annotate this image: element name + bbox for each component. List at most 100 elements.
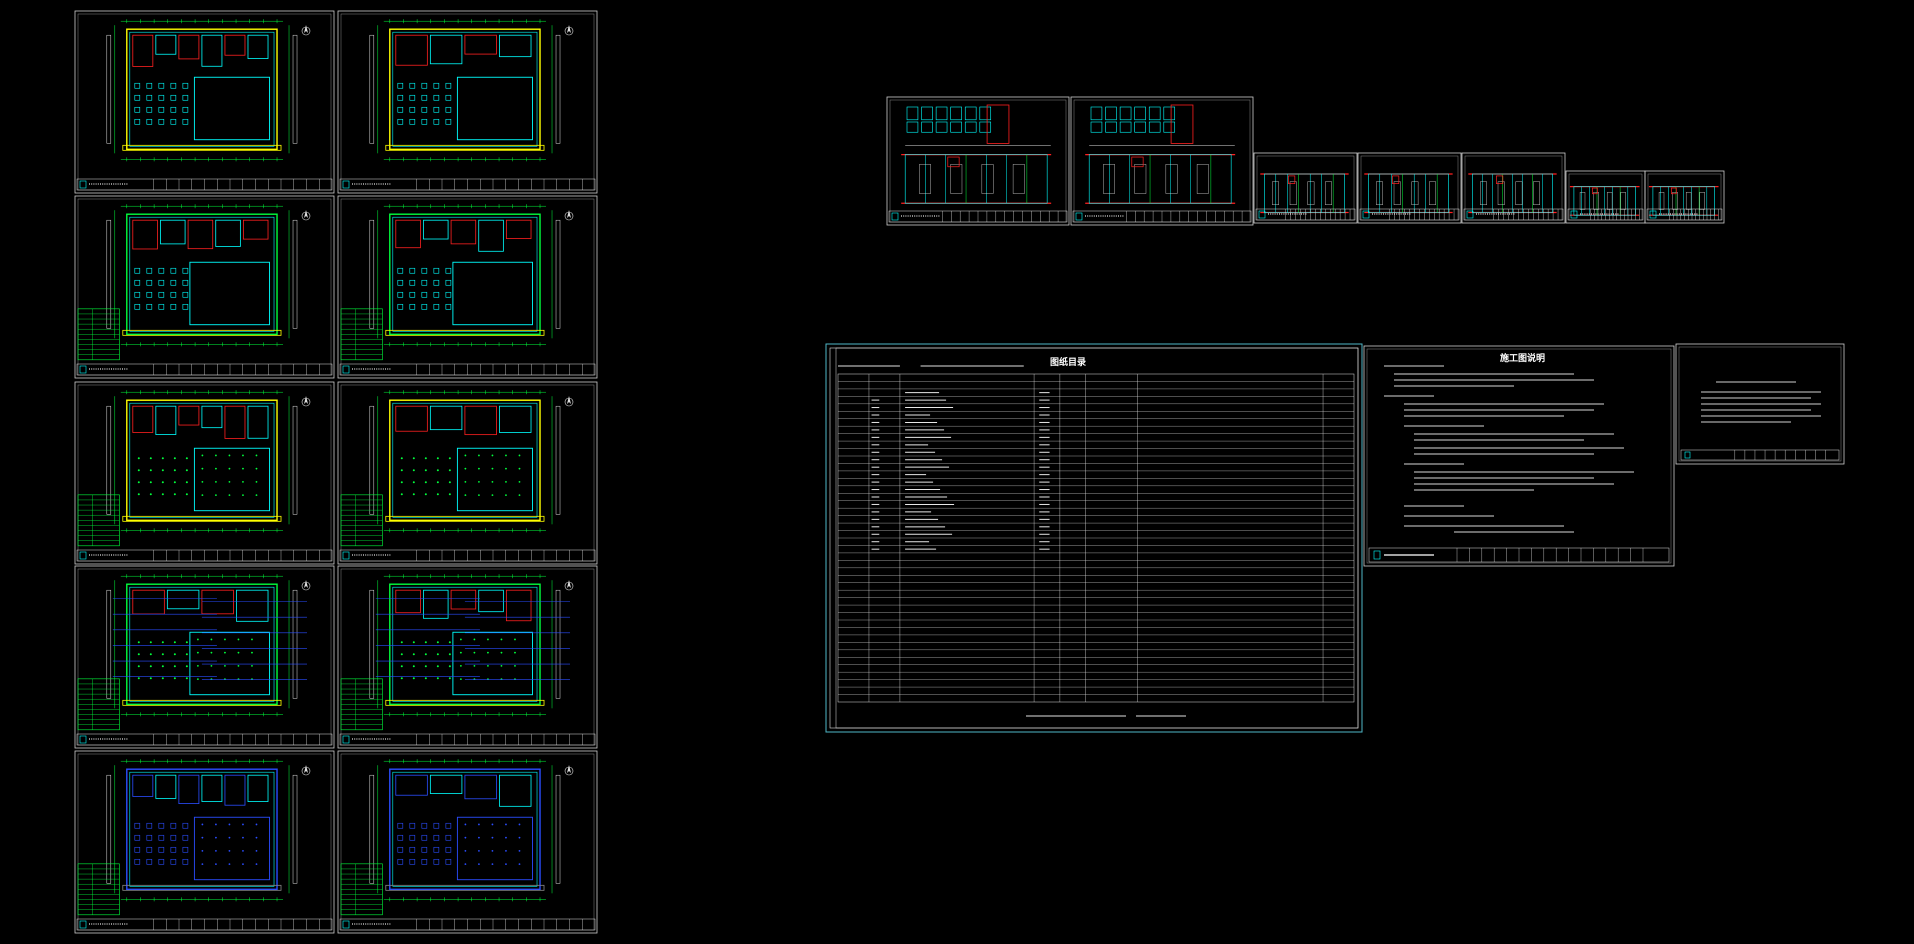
light-fixture [161,481,164,484]
cad-line [134,834,141,841]
floor-plan-sheet[interactable] [337,195,598,379]
cad-line [445,82,452,89]
floor-plan-sheet[interactable] [74,750,335,934]
cad-line [132,405,154,433]
light-fixture [215,454,217,457]
light-fixture [196,638,199,641]
cad-line [935,106,948,121]
north-arrow-icon [567,25,571,33]
floor-plan-sheet[interactable] [74,195,335,379]
light-fixture [478,454,480,457]
floor-plan-sheet[interactable] [74,565,335,749]
cad-line [134,267,141,274]
floor-plan-sheet[interactable] [337,750,598,934]
cad-line [433,279,440,286]
cad-line [433,118,440,125]
cad-line [1466,210,1474,219]
sheet-frame [337,381,598,565]
cad-line [1685,192,1692,210]
elevation-sheet[interactable] [886,96,1070,226]
cad-line [132,774,154,797]
construction-notes-sheet[interactable] [1363,345,1675,567]
cad-line [1411,181,1419,205]
cad-line [1376,181,1383,205]
light-fixture [491,863,494,865]
light-fixture [500,664,503,667]
cad-line [445,106,452,113]
cad-line [1103,164,1115,194]
cad-line [409,291,416,298]
light-fixture [500,651,503,654]
cover-note-sheet[interactable] [1675,343,1845,465]
cad-line [385,884,545,891]
cad-line [170,279,177,286]
cad-line [182,822,189,829]
elevation-sheet[interactable] [1644,170,1725,224]
light-fixture [255,480,258,483]
light-fixture [478,494,480,496]
light-fixture [210,638,213,641]
cad-line [129,31,275,147]
cad-line [964,106,977,121]
floor-plan-sheet[interactable] [337,381,598,565]
elevation-sheet[interactable] [1070,96,1254,226]
cad-line [1671,187,1677,195]
cad-line [146,846,153,853]
cad-line [369,219,375,329]
light-fixture [518,494,521,496]
cad-line [395,774,428,796]
drawing-catalog-sheet[interactable] [825,343,1363,733]
light-fixture [255,863,258,865]
north-arrow-icon [304,396,308,404]
light-fixture [173,641,176,644]
light-fixture [400,653,403,656]
light-fixture [149,493,152,496]
floor-plan-sheet[interactable] [337,10,598,194]
light-fixture [228,467,231,470]
light-fixture [255,836,258,839]
light-fixture [412,469,415,472]
cad-line [891,212,899,221]
elevation-sheet[interactable] [1253,152,1358,224]
cad-line [1163,121,1176,133]
cad-line [433,82,440,89]
cad-line [129,586,275,702]
cad-line [919,164,931,194]
floor-plan-sheet[interactable] [74,381,335,565]
cad-line [158,303,165,310]
cad-line [409,846,416,853]
cad-line [397,858,404,865]
cad-line [178,774,200,805]
cad-line [155,34,177,55]
cad-line [224,405,246,439]
floor-plan-sheet[interactable] [337,565,598,749]
cad-line [170,303,177,310]
light-fixture [505,454,507,457]
cad-line [409,267,416,274]
light-fixture [255,494,258,496]
cad-line [158,106,165,113]
light-fixture [436,457,439,460]
cad-line [182,82,189,89]
light-fixture [400,481,403,484]
cad-line [342,180,350,189]
light-fixture [237,651,240,654]
floor-plan-sheet[interactable] [74,10,335,194]
cad-line [421,82,428,89]
cad-line [1148,121,1161,133]
cad-line [134,291,141,298]
light-fixture [459,664,462,667]
light-fixture [464,467,467,470]
cad-line [292,219,298,329]
light-fixture [412,493,415,496]
light-fixture [149,469,152,472]
elevation-sheet[interactable] [1461,152,1566,224]
elevation-sheet[interactable] [1357,152,1462,224]
north-arrow-icon [567,765,571,773]
cad-line [950,106,962,121]
light-fixture [251,664,253,667]
light-fixture [201,480,204,483]
cad-line [947,156,960,168]
cad-line [201,589,234,615]
